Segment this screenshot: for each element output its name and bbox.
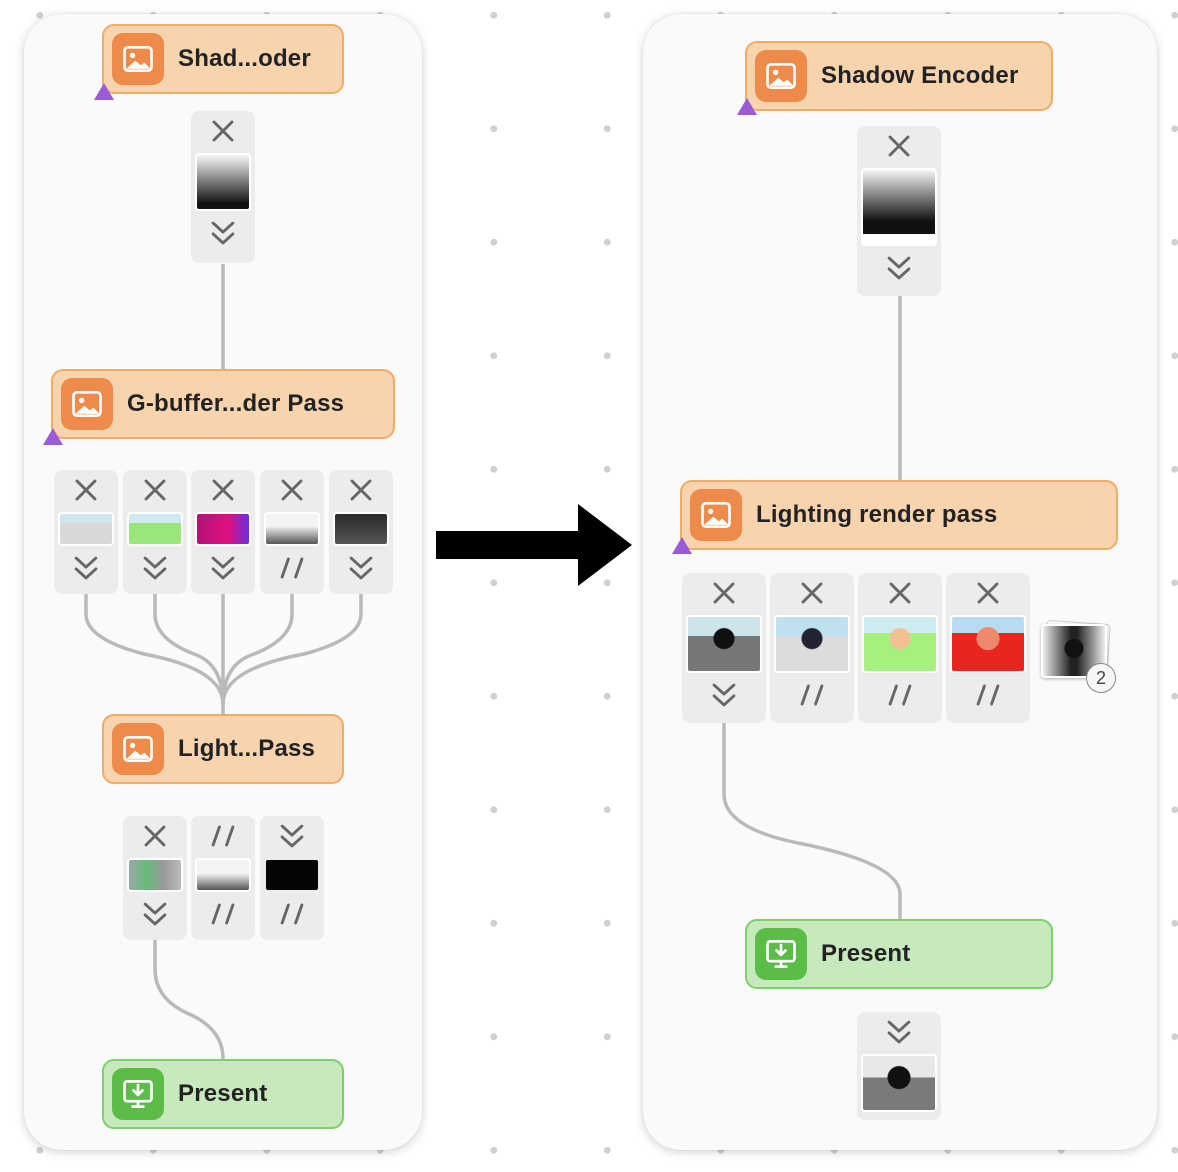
texture-thumbnail[interactable]: [127, 512, 183, 546]
chevron-double-down-icon: [203, 548, 243, 588]
node-label: G-buffer...der Pass: [127, 390, 345, 417]
chevron-double-down-icon: [272, 816, 312, 856]
lighting-pass-node[interactable]: Light...Pass: [102, 714, 344, 784]
texture-thumbnail[interactable]: [127, 858, 183, 892]
node-label: Light...Pass: [178, 735, 316, 762]
texture-thumbnail[interactable]: [264, 512, 320, 546]
close-icon: [135, 470, 175, 510]
lighting-attachment-2[interactable]: [191, 816, 255, 940]
close-icon: [203, 470, 243, 510]
chevron-double-down-icon: [704, 675, 744, 715]
dont-care-icon: [203, 894, 243, 934]
texture-thumbnail[interactable]: [195, 512, 251, 546]
gbuffer-attachment-3[interactable]: [191, 470, 255, 594]
lighting-attachment-3[interactable]: [260, 816, 324, 940]
encoder-marker-icon: [672, 537, 692, 554]
encoder-marker-icon: [94, 83, 114, 100]
close-icon: [135, 816, 175, 856]
right-connection-wires: [722, 296, 902, 919]
before-graph-panel: Shad...oder G-buffer...der Pass: [24, 14, 422, 1150]
dont-care-icon: [272, 548, 312, 588]
image-icon: [112, 723, 164, 775]
chevron-double-down-icon: [879, 1012, 919, 1052]
close-icon: [968, 573, 1008, 613]
dont-care-icon: [792, 675, 832, 715]
texture-thumbnail[interactable]: [861, 168, 937, 246]
present-node[interactable]: Present: [745, 919, 1053, 989]
lighting-attachment-1[interactable]: [682, 573, 766, 723]
gbuffer-attachment-4[interactable]: [260, 470, 324, 594]
left-connection-wires: [84, 264, 363, 1060]
present-node[interactable]: Present: [102, 1059, 344, 1129]
present-icon: [112, 1068, 164, 1120]
close-icon: [272, 470, 312, 510]
shadow-encoder-node[interactable]: Shadow Encoder: [745, 41, 1053, 111]
after-graph-panel: Shadow Encoder Lighting render pass 2: [643, 14, 1157, 1150]
lighting-render-pass-node[interactable]: Lighting render pass: [680, 480, 1118, 550]
gbuffer-pass-node[interactable]: G-buffer...der Pass: [51, 369, 395, 439]
chevron-double-down-icon: [135, 894, 175, 934]
arrow-right-icon: [436, 504, 632, 586]
image-icon: [755, 50, 807, 102]
close-icon: [879, 126, 919, 166]
node-label: Present: [178, 1080, 268, 1107]
close-icon: [880, 573, 920, 613]
dont-care-icon: [203, 816, 243, 856]
node-label: Shadow Encoder: [821, 62, 1019, 89]
texture-count-badge: 2: [1086, 663, 1116, 693]
node-label: Shad...oder: [178, 45, 311, 72]
encoder-marker-icon: [43, 428, 63, 445]
chevron-double-down-icon: [203, 213, 243, 253]
lighting-attachment-4[interactable]: [946, 573, 1030, 723]
texture-thumbnail[interactable]: [950, 615, 1026, 673]
close-icon: [203, 111, 243, 151]
chevron-double-down-icon: [879, 248, 919, 288]
gbuffer-attachment-5[interactable]: [329, 470, 393, 594]
close-icon: [66, 470, 106, 510]
texture-thumbnail[interactable]: [195, 858, 251, 892]
chevron-double-down-icon: [135, 548, 175, 588]
chevron-double-down-icon: [341, 548, 381, 588]
dont-care-icon: [272, 894, 312, 934]
present-icon: [755, 928, 807, 980]
node-label: Lighting render pass: [756, 501, 998, 528]
dont-care-icon: [968, 675, 1008, 715]
texture-thumbnail[interactable]: [333, 512, 389, 546]
present-input-attachment[interactable]: [857, 1012, 941, 1120]
lighting-attachment-2[interactable]: [770, 573, 854, 723]
gbuffer-attachment-1[interactable]: [54, 470, 118, 594]
lighting-attachment-1[interactable]: [123, 816, 187, 940]
chevron-double-down-icon: [66, 548, 106, 588]
texture-thumbnail[interactable]: [861, 1054, 937, 1112]
close-icon: [704, 573, 744, 613]
texture-thumbnail[interactable]: [264, 858, 320, 892]
encoder-marker-icon: [737, 98, 757, 115]
texture-thumbnail[interactable]: [195, 153, 251, 211]
node-label: Present: [821, 940, 911, 967]
texture-thumbnail[interactable]: [862, 615, 938, 673]
texture-thumbnail[interactable]: [774, 615, 850, 673]
image-icon: [112, 33, 164, 85]
texture-thumbnail[interactable]: [58, 512, 114, 546]
lighting-attachment-3[interactable]: [858, 573, 942, 723]
shadow-encoder-node[interactable]: Shad...oder: [102, 24, 344, 94]
dont-care-icon: [880, 675, 920, 715]
image-icon: [690, 489, 742, 541]
texture-thumbnail[interactable]: [686, 615, 762, 673]
shadow-attachment[interactable]: [857, 126, 941, 296]
close-icon: [792, 573, 832, 613]
shadow-attachment[interactable]: [191, 111, 255, 263]
close-icon: [341, 470, 381, 510]
image-icon: [61, 378, 113, 430]
gbuffer-attachment-2[interactable]: [123, 470, 187, 594]
